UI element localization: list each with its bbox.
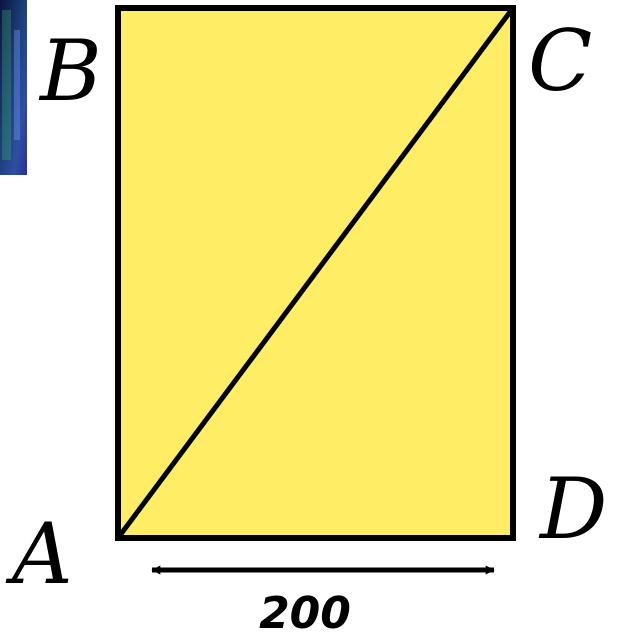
vertex-label-d: D	[538, 460, 607, 558]
dimension-label: 200	[259, 588, 351, 633]
diagonal-ac	[115, 6, 516, 540]
vertex-label-a: A	[5, 505, 73, 603]
vertex-label-b: B	[38, 22, 102, 120]
vertex-label-c: C	[528, 12, 592, 110]
corner-image-fragment	[0, 0, 27, 175]
